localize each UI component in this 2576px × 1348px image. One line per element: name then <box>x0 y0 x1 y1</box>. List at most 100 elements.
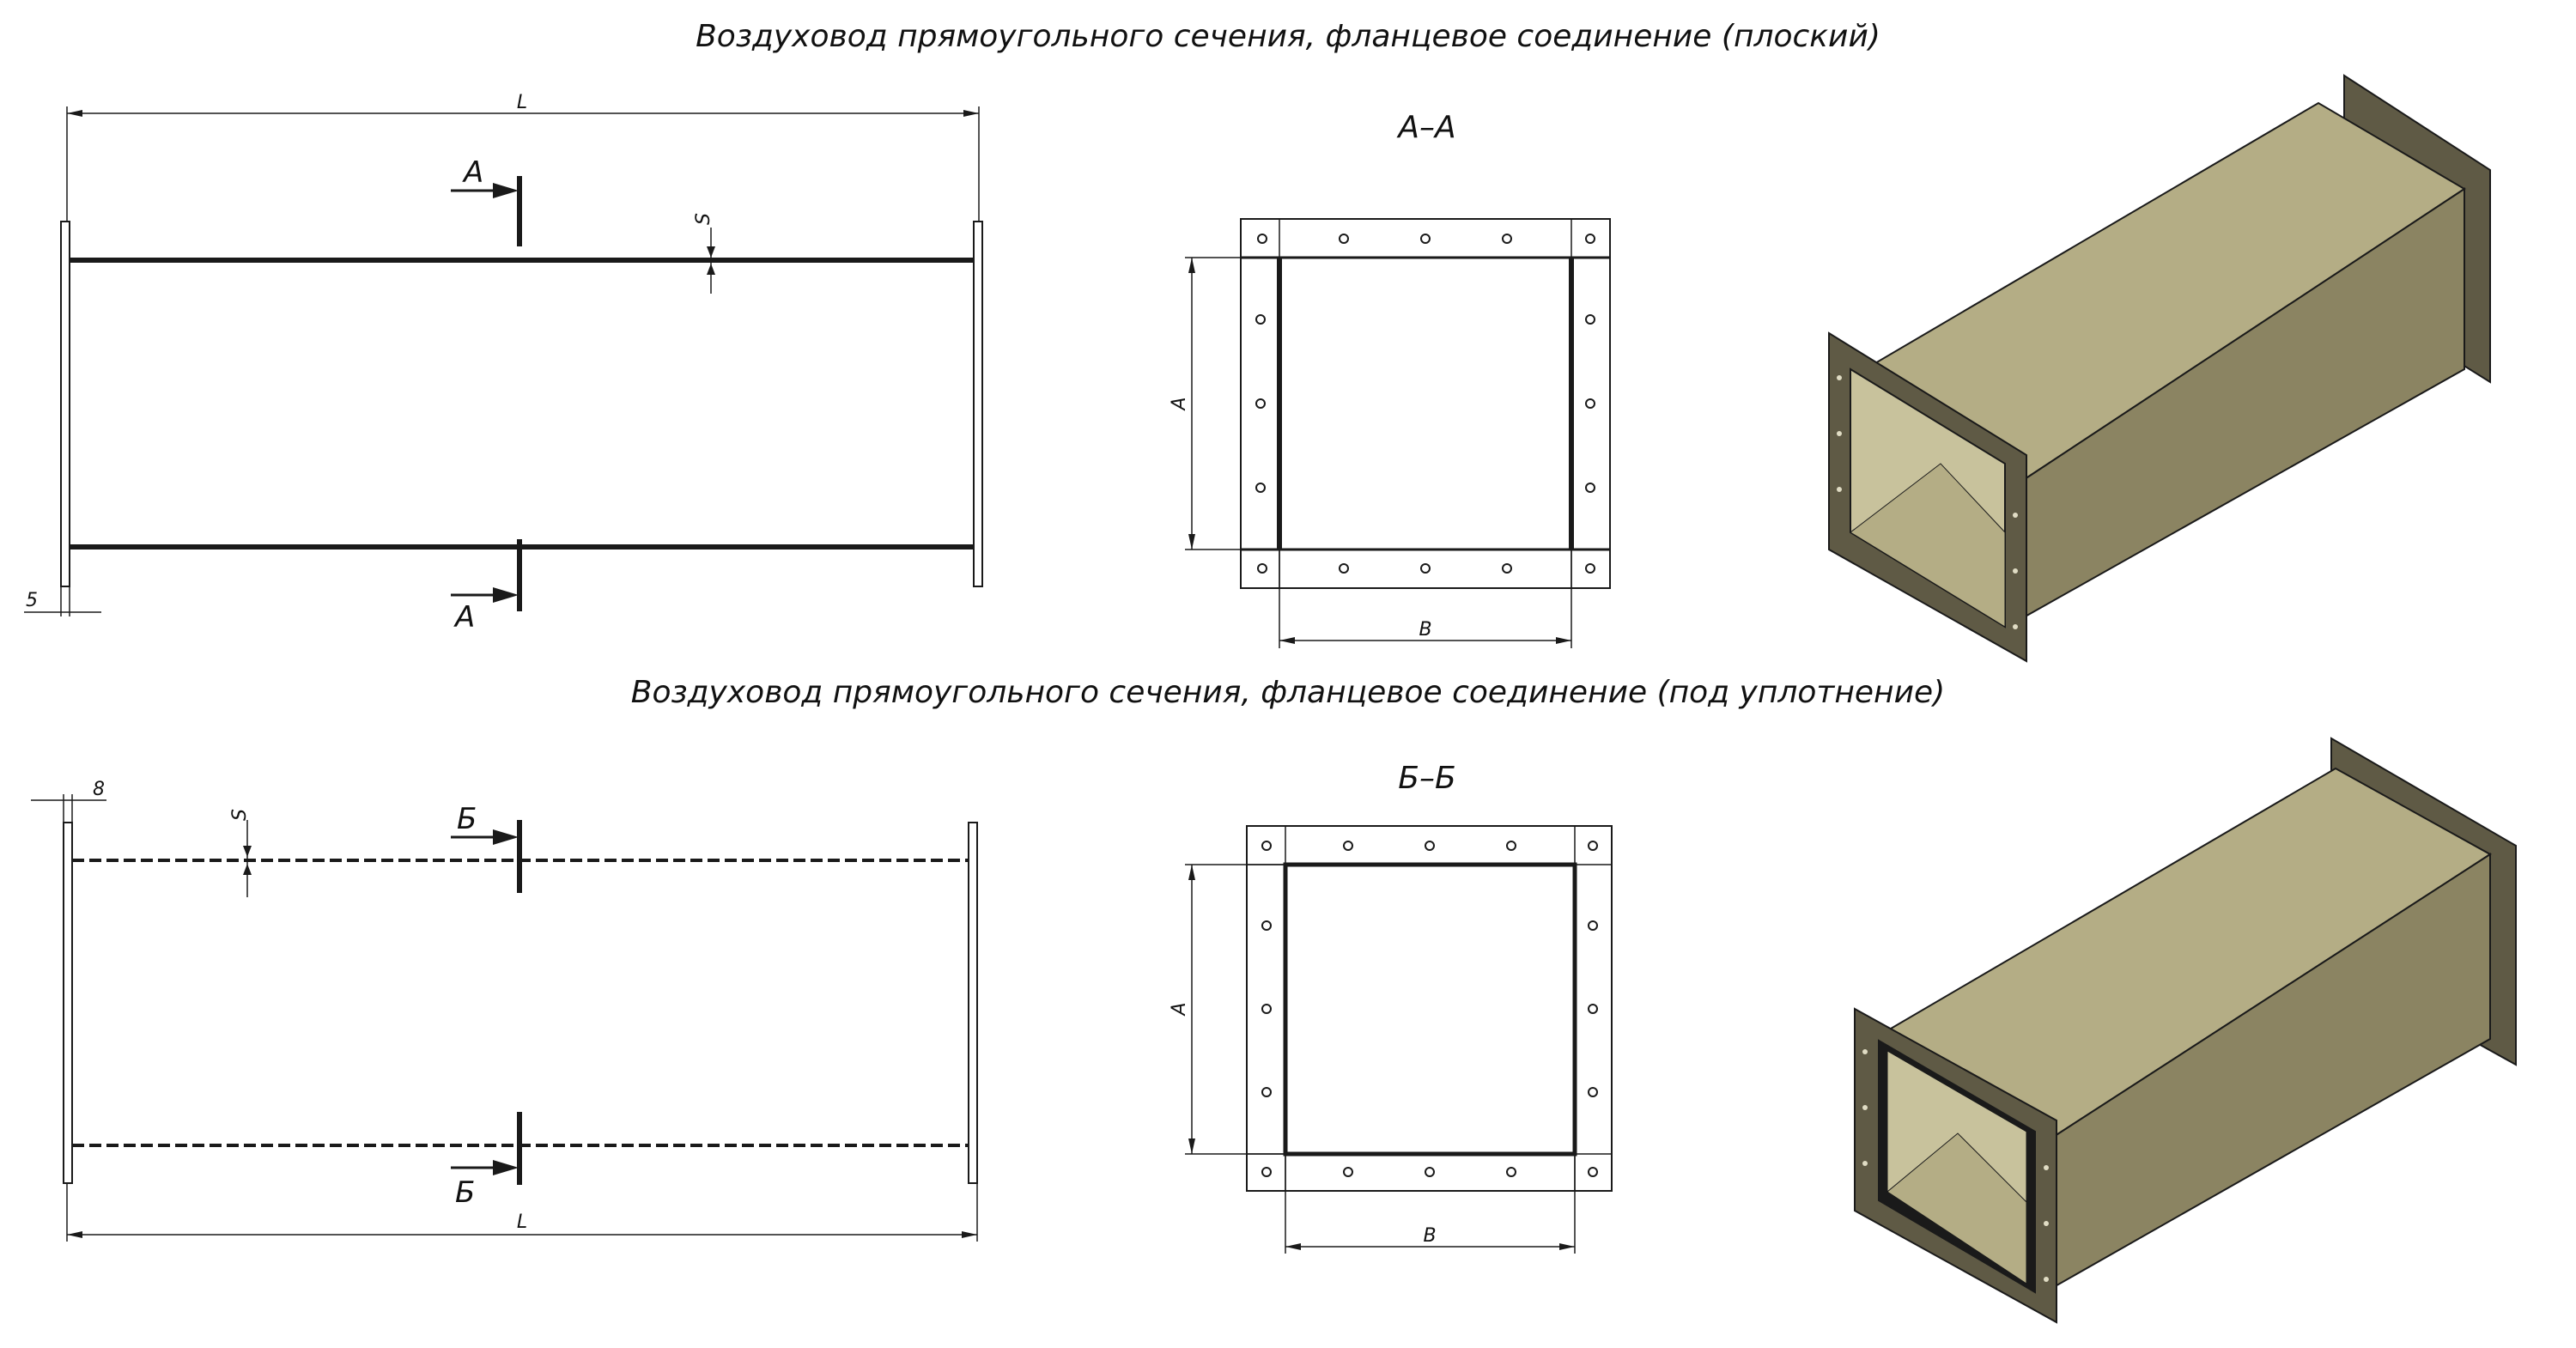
cut-marker-label-bottom-b: Б <box>455 1175 475 1210</box>
arrowhead <box>963 110 979 117</box>
bolt-hole <box>1502 563 1512 574</box>
cut-marker-label-bottom-a: А <box>453 600 475 635</box>
duct-opening <box>1283 862 1577 1157</box>
bolt-hole <box>1585 483 1595 493</box>
title-sealed-duct: Воздуховод прямоугольного сечения, фланц… <box>631 675 1945 710</box>
duct-3d-sealed <box>1854 737 2517 1324</box>
bolt-hole <box>1255 398 1266 409</box>
bolt-hole <box>1837 431 1842 436</box>
section-view-a-a: А–А <box>1169 110 1611 648</box>
bolt-hole <box>1837 375 1842 380</box>
bolt-hole <box>1339 563 1349 574</box>
left-flange <box>63 822 73 1184</box>
title-flat-duct: Воздуховод прямоугольного сечения, фланц… <box>696 19 1880 54</box>
dimension-label-flange-top: 5 <box>26 590 38 611</box>
dimension-label-width: B <box>1419 619 1431 641</box>
bolt-hole <box>1502 234 1512 244</box>
arrowhead <box>67 1231 82 1238</box>
section-label-a-a: А–А <box>1396 110 1455 145</box>
arrowhead <box>1556 637 1571 644</box>
arrowhead <box>1285 1243 1301 1250</box>
dimension-label-height: A <box>1169 1002 1190 1017</box>
bolt-hole <box>1837 487 1842 492</box>
dimension-label-thickness: S <box>229 809 251 821</box>
bolt-hole <box>1862 1049 1868 1054</box>
bolt-hole <box>1420 234 1431 244</box>
arrowhead <box>707 264 715 275</box>
arrowhead <box>1559 1243 1575 1250</box>
arrowhead <box>1188 865 1195 880</box>
bolt-hole <box>1261 841 1272 851</box>
dimension-label-length: L <box>517 92 527 113</box>
arrowhead <box>243 864 252 875</box>
bolt-hole <box>1261 920 1272 931</box>
section-arrowhead <box>493 587 519 603</box>
arrowhead <box>1188 1139 1195 1154</box>
bolt-hole <box>1862 1161 1868 1166</box>
bolt-hole <box>1261 1167 1272 1177</box>
bolt-holes-b-b <box>1261 841 1598 1177</box>
arrowhead <box>707 246 715 258</box>
bolt-hole <box>1255 483 1266 493</box>
bolt-hole <box>1339 234 1349 244</box>
duct-inner-floor <box>1850 463 2006 628</box>
bolt-hole <box>1585 314 1595 325</box>
dimension-label-height: A <box>1169 397 1190 411</box>
flange-bolts-near <box>1862 1049 2049 1282</box>
dimension-label-flange-bottom: 8 <box>93 779 105 800</box>
bolt-hole <box>1261 1087 1272 1097</box>
bolt-hole <box>2044 1165 2049 1170</box>
bolt-hole <box>1585 563 1595 574</box>
cut-marker-label-top-b: Б <box>457 802 477 836</box>
cut-marker-label-top-a: А <box>462 155 483 190</box>
bolt-hole <box>1343 1167 1353 1177</box>
bolt-hole <box>2013 624 2018 629</box>
arrowhead <box>67 110 82 117</box>
bolt-hole <box>1506 1167 1516 1177</box>
section-view-b-b: Б–Б <box>1169 761 1613 1254</box>
bolt-holes-a-a <box>1255 234 1595 574</box>
arrowhead <box>1188 534 1195 550</box>
bolt-hole <box>2044 1277 2049 1282</box>
bolt-hole <box>1506 841 1516 851</box>
duct-3d-flat <box>1828 74 2491 663</box>
bolt-hole <box>1255 314 1266 325</box>
arrowhead <box>962 1231 977 1238</box>
bolt-hole <box>1585 398 1595 409</box>
right-flange <box>968 822 978 1184</box>
bolt-hole <box>1261 1004 1272 1014</box>
arrowhead <box>1279 637 1295 644</box>
bolt-hole <box>1257 234 1267 244</box>
dimension-label-length: L <box>517 1211 527 1233</box>
bolt-hole <box>1862 1105 1868 1110</box>
side-view-sealed: L Б Б S 8 <box>31 779 978 1242</box>
bolt-hole <box>1425 841 1435 851</box>
right-flange <box>973 221 983 587</box>
bolt-hole <box>1420 563 1431 574</box>
left-flange <box>60 221 70 587</box>
section-arrowhead <box>493 1160 519 1175</box>
side-view-flat: L А А S 5 <box>24 92 983 635</box>
bolt-hole <box>1588 1087 1598 1097</box>
bolt-hole <box>1425 1167 1435 1177</box>
bolt-hole <box>1588 841 1598 851</box>
arrowhead <box>243 846 252 857</box>
section-arrowhead <box>493 183 519 198</box>
duct-opening <box>1279 257 1572 550</box>
dimension-label-thickness: S <box>693 213 714 225</box>
bolt-hole <box>1585 234 1595 244</box>
bolt-hole <box>2013 568 2018 574</box>
section-label-b-b: Б–Б <box>1398 761 1455 796</box>
section-arrowhead <box>493 829 519 845</box>
bolt-hole <box>1588 1004 1598 1014</box>
bolt-hole <box>1343 841 1353 851</box>
bolt-hole <box>1588 920 1598 931</box>
bolt-hole <box>2044 1221 2049 1226</box>
bolt-hole <box>1257 563 1267 574</box>
bolt-hole <box>2013 513 2018 518</box>
flange-bolts-near <box>1837 375 2018 629</box>
dimension-label-width: B <box>1423 1225 1436 1247</box>
arrowhead <box>1188 258 1195 273</box>
duct-inner-floor <box>1886 1132 2027 1284</box>
